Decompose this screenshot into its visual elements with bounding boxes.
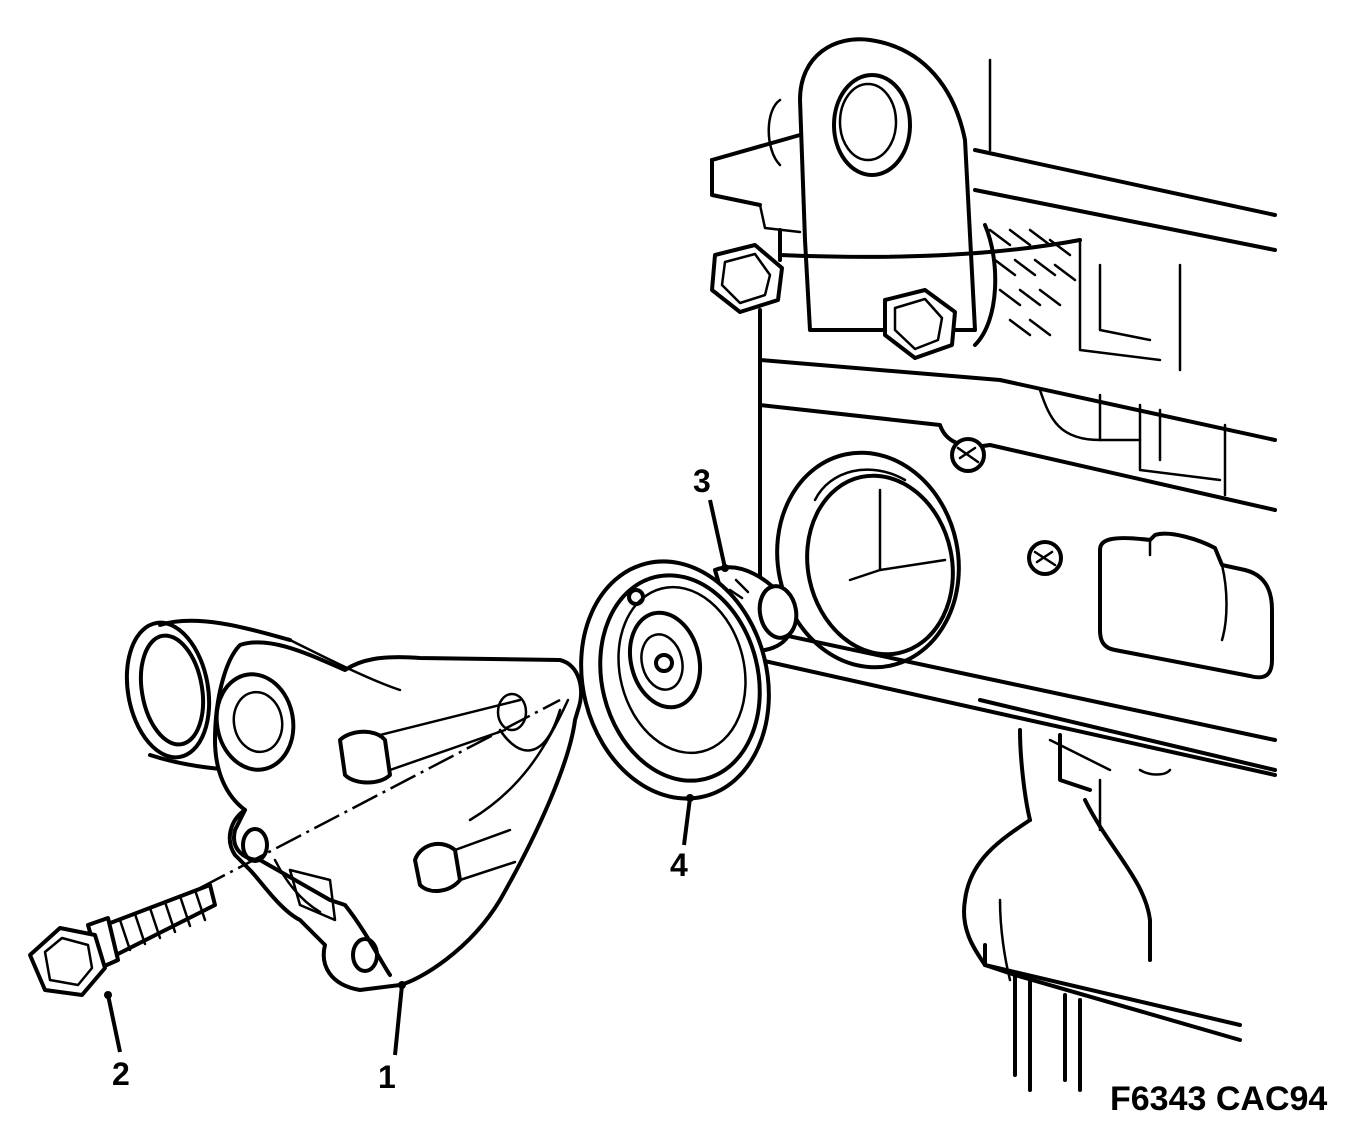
thermostat-housing bbox=[124, 618, 583, 992]
bolt bbox=[28, 883, 217, 997]
callout-4: 4 bbox=[670, 847, 688, 883]
bolt-head-left bbox=[710, 243, 784, 314]
leader-dot-2 bbox=[104, 991, 112, 999]
leader-line-1 bbox=[393, 984, 404, 1056]
callout-1: 1 bbox=[378, 1059, 396, 1095]
leader-line-4 bbox=[682, 797, 692, 846]
figure-code: F6343 CAC94 bbox=[1110, 1080, 1327, 1118]
thermostat bbox=[579, 559, 799, 801]
bolt-head-right bbox=[883, 288, 957, 360]
coolant-port-opening bbox=[775, 450, 961, 670]
callout-2: 2 bbox=[112, 1056, 130, 1092]
leader-line-3 bbox=[708, 499, 727, 569]
leader-dot-3 bbox=[721, 564, 729, 572]
alignment-centerline bbox=[199, 698, 561, 890]
callout-3: 3 bbox=[693, 463, 711, 499]
leader-dot-4 bbox=[686, 794, 694, 802]
hatch-area bbox=[988, 228, 1077, 337]
leader-line-2 bbox=[106, 994, 122, 1053]
engine-block bbox=[710, 37, 1277, 1092]
leader-dot-1 bbox=[398, 981, 406, 989]
